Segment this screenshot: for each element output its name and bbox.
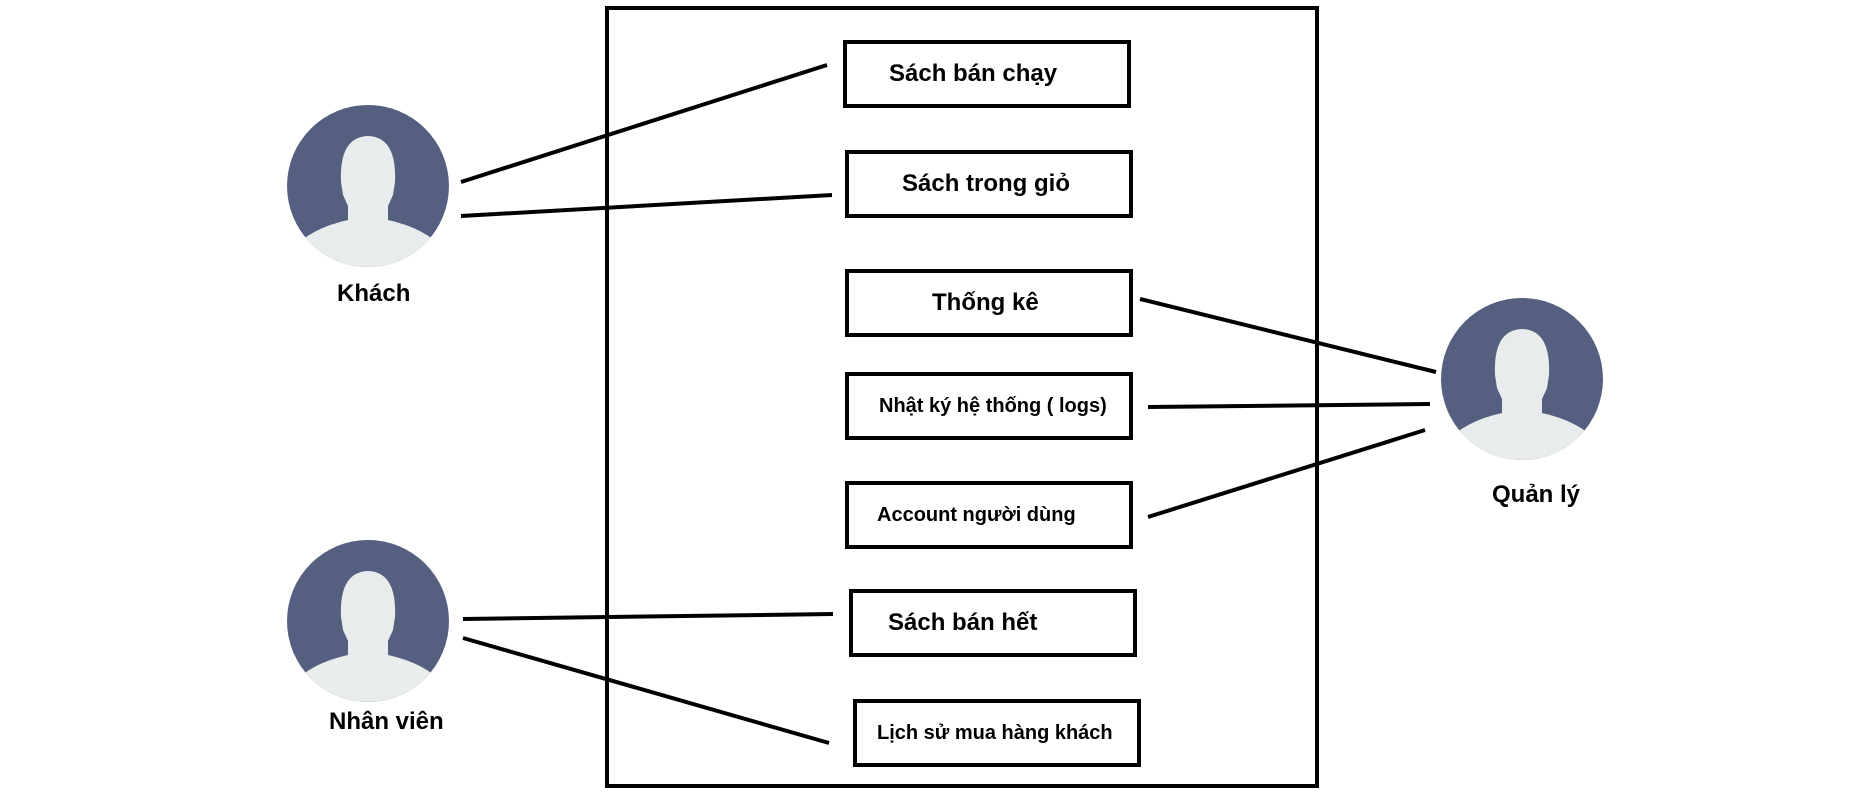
actor-quan-ly-icon — [1441, 298, 1603, 460]
link-khach-sach-trong-gio — [460, 193, 833, 218]
usecase-sach-ban-het: Sách bán hết — [849, 589, 1137, 657]
link-nhan-vien-lich-su — [462, 636, 830, 745]
usecase-sach-trong-gio: Sách trong giỏ — [845, 150, 1133, 218]
actor-label-nhan-vien: Nhân viên — [329, 708, 444, 735]
usecase-label: Sách bán chạy — [889, 60, 1058, 87]
link-quan-ly-thong-ke — [1139, 297, 1437, 374]
usecase-label: Sách bán hết — [888, 609, 1038, 636]
link-khach-sach-ban-chay — [460, 63, 828, 184]
usecase-label: Nhật ký hệ thống ( logs) — [879, 394, 1107, 417]
actor-nhan-vien-icon — [287, 540, 449, 702]
link-quan-ly-nhat-ky — [1147, 402, 1431, 409]
usecase-label: Sách trong giỏ — [902, 170, 1070, 197]
actor-khach-silhouette — [291, 136, 445, 267]
system-boundary — [605, 6, 1319, 788]
usecase-label: Lịch sử mua hàng khách — [877, 721, 1113, 744]
usecase-account: Account người dùng — [845, 481, 1133, 549]
usecase-label: Account người dùng — [877, 503, 1076, 526]
usecase-sach-ban-chay: Sách bán chạy — [843, 40, 1131, 108]
usecase-nhat-ky: Nhật ký hệ thống ( logs) — [845, 372, 1133, 440]
usecase-label: Thống kê — [932, 289, 1039, 316]
link-quan-ly-account — [1147, 428, 1426, 519]
link-nhan-vien-sach-ban-het — [462, 612, 834, 621]
actor-khach-icon — [287, 105, 449, 267]
actor-label-khach: Khách — [337, 280, 411, 307]
actor-quan-ly-silhouette — [1445, 329, 1599, 460]
usecase-lich-su: Lịch sử mua hàng khách — [853, 699, 1141, 767]
actor-nhan-vien-silhouette — [291, 571, 445, 702]
actor-label-quan-ly: Quản lý — [1492, 481, 1581, 508]
usecase-thong-ke: Thống kê — [845, 269, 1133, 337]
